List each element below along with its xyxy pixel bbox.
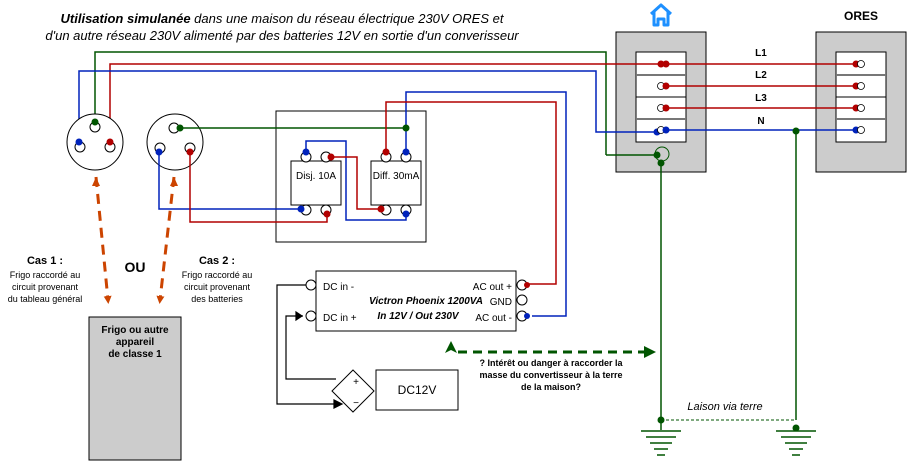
ores-label: ORES — [844, 9, 878, 23]
or-label: OU — [125, 259, 146, 275]
svg-text:Cas 1 :: Cas 1 : — [27, 255, 63, 267]
outlet-2 — [146, 113, 204, 171]
dc-source-symbol — [331, 369, 375, 413]
inverter-spec: In 12V / Out 230V — [377, 311, 459, 322]
case2-description: Cas 2 : Frigo raccordé au circuit proven… — [182, 255, 253, 304]
svg-text:de classe 1: de classe 1 — [108, 349, 162, 360]
inverter-ac-out-plus: AC out + — [473, 282, 512, 293]
svg-text:Frigo ou autre: Frigo ou autre — [101, 325, 169, 336]
case1-description: Cas 1 : Frigo raccordé au circuit proven… — [8, 255, 83, 304]
rcd-label: Diff. 30mA — [373, 171, 420, 182]
case-arrows — [92, 176, 178, 304]
earth-question-text: ? Intérêt ou danger à raccorder la masse… — [479, 358, 623, 392]
inverter-dc-in-minus: DC in - — [323, 282, 354, 293]
phase-label-l3: L3 — [755, 93, 767, 104]
inverter-box — [315, 270, 517, 332]
breaker-10a — [290, 160, 342, 206]
diagram-title-line1: Utilisation simulanée dans une maison du… — [61, 11, 505, 26]
rcd-terminals — [377, 124, 412, 218]
grid-wires — [665, 63, 856, 420]
appliance-label: Frigo ou autre appareil de classe 1 — [101, 325, 169, 360]
svg-text:masse du convertisseur à la te: masse du convertisseur à la terre — [479, 370, 622, 380]
case2-arrow — [156, 176, 176, 304]
home-icon — [649, 3, 673, 27]
protection-wires — [158, 91, 567, 317]
svg-text:? Intérêt ou danger à raccorde: ? Intérêt ou danger à raccorder la — [479, 358, 623, 368]
case1-arrow — [94, 176, 112, 304]
ores-terminals — [792, 60, 865, 135]
breaker-terminals — [297, 148, 335, 218]
appliance-box — [88, 316, 182, 461]
earth-question-arrow — [445, 341, 656, 358]
rcd-30ma — [370, 160, 422, 206]
svg-text:Frigo raccordé au: Frigo raccordé au — [10, 270, 81, 280]
inverter-terminals — [305, 279, 530, 322]
svg-text:Cas 2 :: Cas 2 : — [199, 255, 235, 267]
ground-icon-ores — [776, 430, 816, 456]
phase-label-n: N — [757, 116, 764, 127]
phase-label-l2: L2 — [755, 70, 767, 81]
phase-label-l1: L1 — [755, 48, 767, 59]
inverter-name: Victron Phoenix 1200VA — [369, 296, 483, 307]
dc-minus-sign: − — [353, 398, 359, 409]
dc-wires — [276, 284, 344, 409]
ground-icon-house — [641, 420, 681, 456]
svg-text:circuit provenant: circuit provenant — [12, 282, 79, 292]
inverter-gnd: GND — [490, 297, 512, 308]
diagram-title-line2: d'un autre réseau 230V alimenté par des … — [45, 28, 519, 43]
dc-plus-sign: + — [353, 377, 359, 388]
breaker-label: Disj. 10A — [296, 171, 336, 182]
earth-link-label: Laison via terre — [687, 401, 762, 413]
battery-label: DC12V — [398, 383, 437, 397]
inverter-ac-out-minus: AC out - — [475, 313, 512, 324]
svg-text:Frigo raccordé au: Frigo raccordé au — [182, 270, 253, 280]
svg-text:circuit provenant: circuit provenant — [184, 282, 251, 292]
battery-box — [375, 369, 459, 411]
svg-text:de la maison?: de la maison? — [521, 382, 581, 392]
svg-text:du tableau général: du tableau général — [8, 294, 83, 304]
inverter-dc-in-plus: DC in + — [323, 313, 357, 324]
svg-text:des batteries: des batteries — [191, 294, 243, 304]
outlet-1 — [66, 113, 124, 171]
outlet1-wires — [78, 51, 661, 156]
svg-text:appareil: appareil — [116, 337, 155, 348]
